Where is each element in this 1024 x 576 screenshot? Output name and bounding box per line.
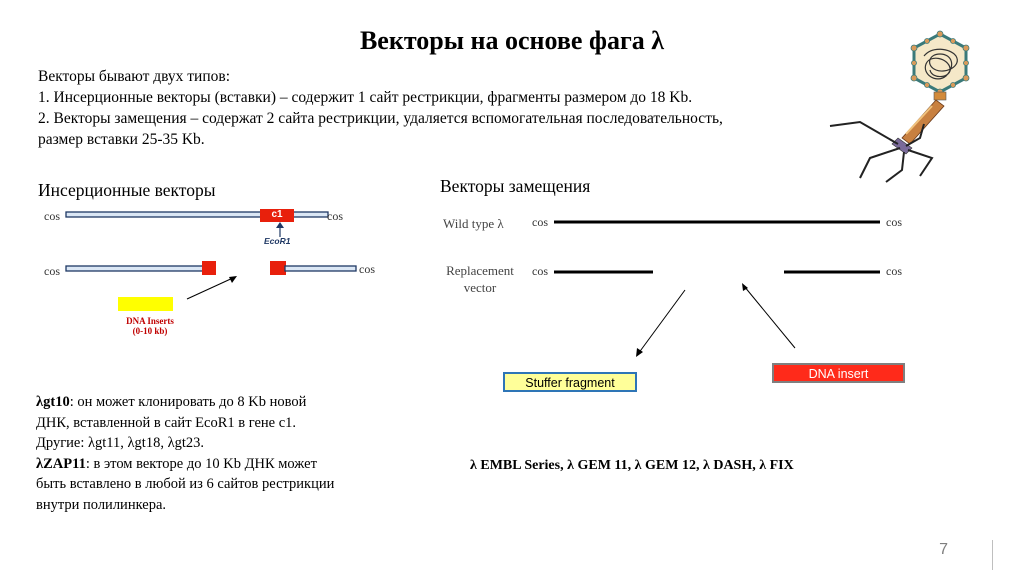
dna-inserts-label: DNA Inserts (0-10 kb) <box>110 316 190 336</box>
replacement-label-line: Replacement <box>446 263 514 278</box>
intro-line: Векторы бывают двух типов: <box>38 68 231 85</box>
insertion-diagram <box>65 209 357 311</box>
bottom-line: быть вставлено в любой из 6 сайтов рестр… <box>36 476 335 492</box>
stuffer-fragment-box: Stuffer fragment <box>503 372 637 392</box>
bottom-line: λgt10: он может клонировать до 8 Kb ново… <box>36 394 307 410</box>
insert-arrow <box>186 276 236 300</box>
bottom-line: λZAP11: в этом векторе до 10 Kb ДНК може… <box>36 455 317 472</box>
insertion-left-red <box>202 261 216 275</box>
cos-label: cos <box>44 209 60 223</box>
insertion-dna-line <box>65 211 329 218</box>
replacement-label-line: vector <box>463 280 497 295</box>
c1-gene-box <box>260 209 294 222</box>
bacteriophage-icon <box>829 30 970 183</box>
c1-label: c1 <box>271 209 283 220</box>
insertion-left-arm <box>65 265 205 272</box>
bottom-line: Другие: λgt11, λgt18, λgt23. <box>36 435 205 451</box>
cos-label: cos <box>532 264 548 278</box>
bottom-line: внутри полилинкера. <box>36 496 167 513</box>
intro-line: размер вставки 25-35 Kb. <box>38 131 205 148</box>
intro-line: 2. Векторы замещения – содержат 2 сайта … <box>38 110 723 127</box>
ecor1-label: EcoR1 <box>264 236 291 246</box>
dna-insert-box: DNA insert <box>772 363 905 383</box>
cos-label: cos <box>886 264 902 278</box>
stuffer-arrow <box>637 289 686 355</box>
cos-label: cos <box>532 215 548 229</box>
insertion-right-arm <box>284 265 357 272</box>
insertion-heading: Инсерционные векторы <box>38 180 216 200</box>
intro-text: Векторы бывают двух типов: 1. Инсерционн… <box>38 66 723 150</box>
bottom-line: ДНК, вставленной в сайт EcoR1 в гене c1. <box>36 414 297 431</box>
cos-label: cos <box>359 262 375 276</box>
dna-inserts-label-line: (0-10 kb) <box>132 326 168 336</box>
lambda-zap11-name: λZAP11 <box>36 455 86 472</box>
wild-type-label: Wild type λ <box>443 216 504 231</box>
slide-title: Векторы на основе фага λ <box>359 26 665 55</box>
cos-label: cos <box>886 215 902 229</box>
bottom-text: λgt10: он может клонировать до 8 Kb ново… <box>36 392 334 515</box>
dna-inserts-label-line: DNA Inserts <box>126 316 174 326</box>
replacement-label: Replacement vector <box>438 262 522 296</box>
dna-insert-box <box>118 297 173 311</box>
replacement-diagram <box>554 220 880 357</box>
vector-series-list: λ EMBL Series, λ GEM 11, λ GEM 12, λ DAS… <box>470 458 794 473</box>
page-number: 7 <box>939 541 948 558</box>
insertion-right-red <box>270 261 286 275</box>
lambda-gt10-name: λgt10 <box>36 394 70 410</box>
insert-up-arrow <box>743 285 796 349</box>
intro-line: 1. Инсерционные векторы (вставки) – соде… <box>38 89 693 106</box>
cos-label: cos <box>327 209 343 223</box>
replacement-heading: Векторы замещения <box>440 176 591 196</box>
page-divider <box>992 540 993 570</box>
cos-label: cos <box>44 264 60 278</box>
